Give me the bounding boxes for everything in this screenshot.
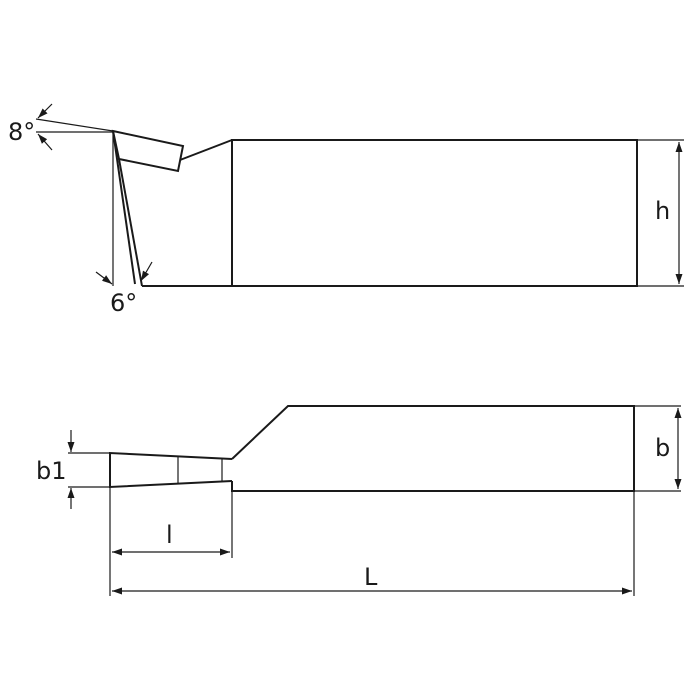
- angle-6-label: 6°: [110, 289, 137, 317]
- angle-6-arrow-right: [140, 261, 153, 282]
- angle-8-label: 8°: [8, 118, 35, 146]
- angle-6-arrow-left: [95, 271, 113, 285]
- b1-label: b1: [36, 457, 67, 485]
- L-label: L: [364, 563, 378, 591]
- head-chamfer: [179, 139, 233, 161]
- rake-angle-ref-line: [35, 118, 114, 132]
- shank-body-top: [231, 405, 635, 492]
- top-view: b1 b l L: [36, 405, 682, 596]
- h-label: h: [655, 197, 670, 225]
- insert-block: [111, 129, 185, 173]
- angle-8-arrow-top: [37, 103, 53, 119]
- blade-flank-outer: [112, 130, 136, 285]
- angle-8-arrow-bottom: [37, 133, 53, 151]
- blade-top: [109, 451, 233, 489]
- shank-body-side: [231, 139, 638, 287]
- b-label: b: [655, 434, 670, 462]
- blade-flank-inner: [118, 158, 143, 287]
- l-label: l: [166, 521, 173, 549]
- side-view: 8° 6° h: [8, 103, 684, 317]
